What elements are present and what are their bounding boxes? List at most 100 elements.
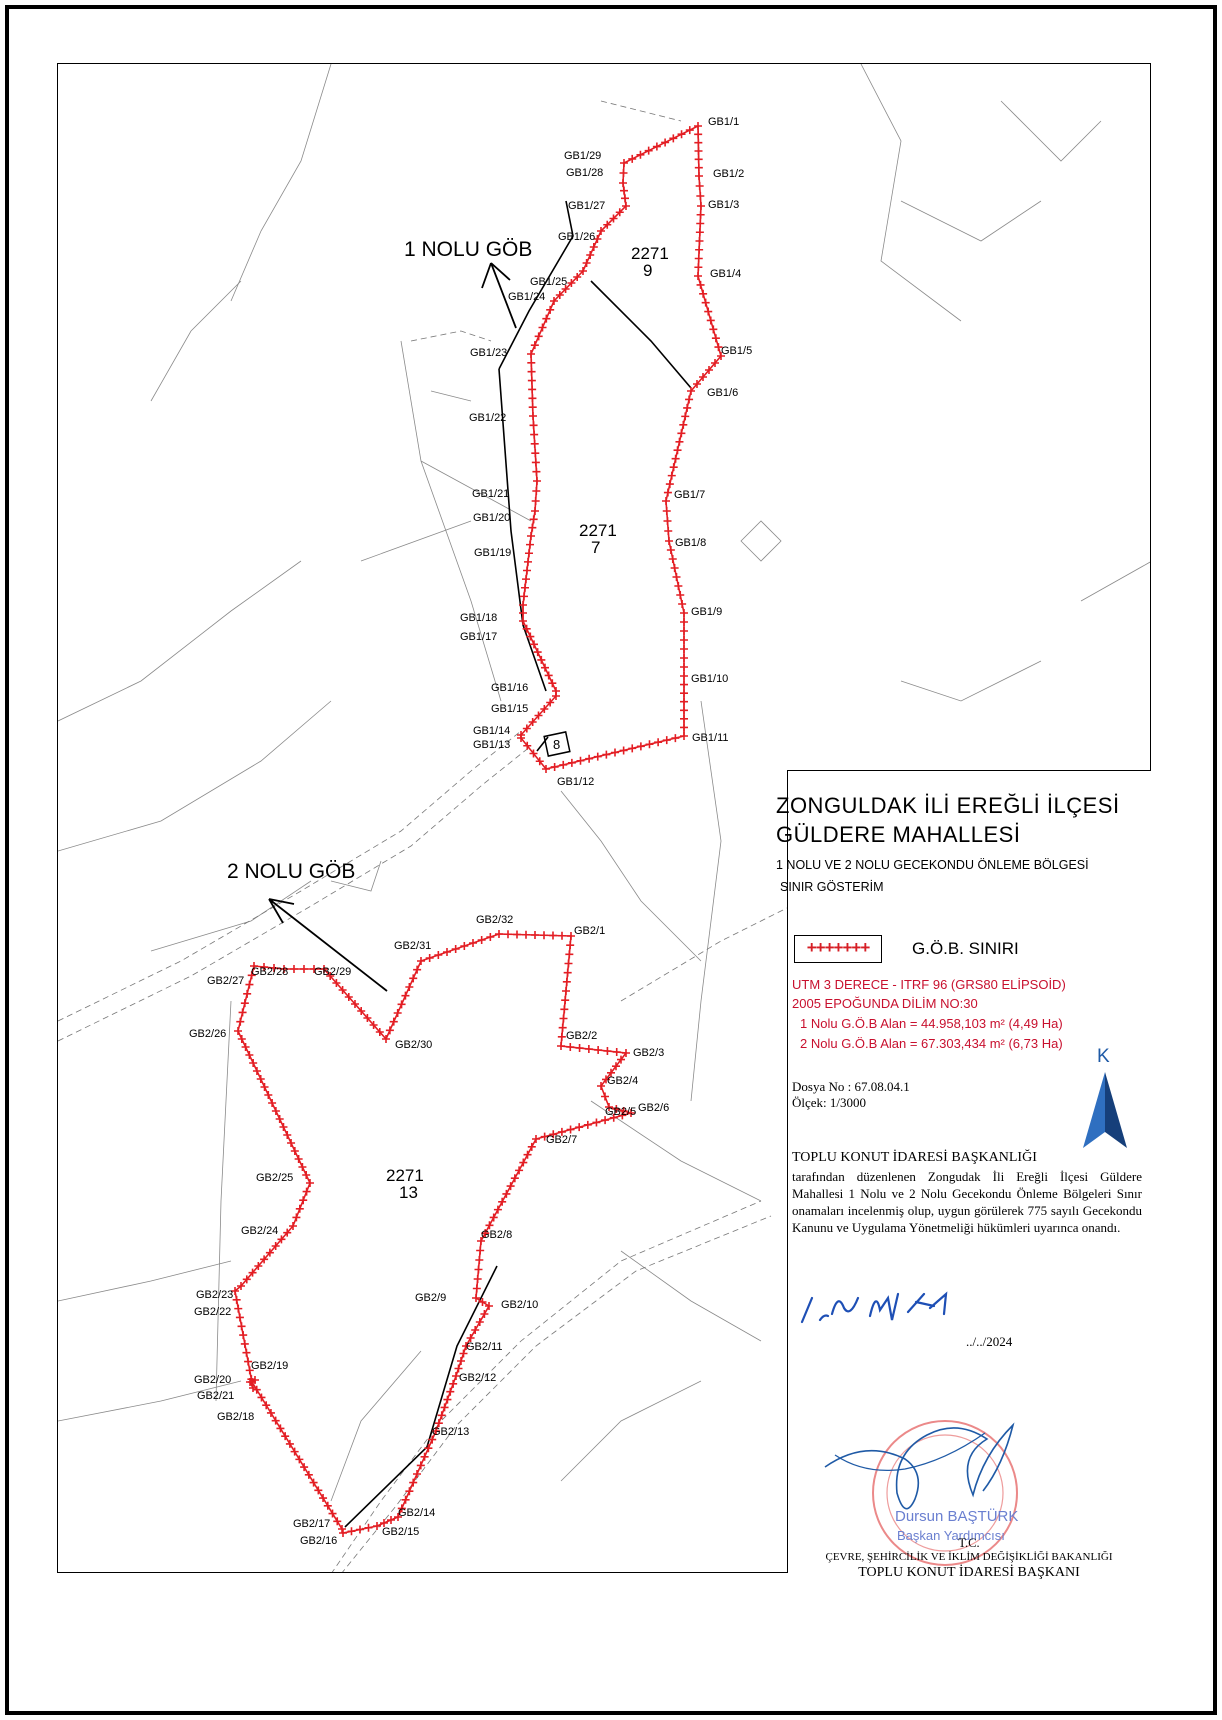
legend-symbol-sample: +++++++ <box>794 935 882 963</box>
gb1-point-label: GB1/1 <box>708 116 739 128</box>
gb1-boundary-cross <box>695 237 704 245</box>
gb1-point-label: GB1/17 <box>460 631 497 643</box>
gb1-point-label: GB1/22 <box>469 412 506 424</box>
gb1-boundary-cross <box>665 537 673 545</box>
gb2-boundary-cross <box>333 1517 342 1526</box>
zone1-arrow-icon <box>481 262 517 329</box>
gb1-boundary-cross <box>528 403 537 412</box>
gb1-boundary-cross <box>620 159 628 167</box>
gb1-boundary-cross <box>676 591 685 599</box>
gb2-boundary-cross <box>440 1403 449 1412</box>
gb2-point-label: GB2/13 <box>432 1426 469 1438</box>
gb1-boundary-cross <box>586 251 595 259</box>
gb1-boundary-cross <box>675 437 684 446</box>
gb2-point-label: GB2/9 <box>415 1292 446 1304</box>
gb2-boundary-cross <box>472 1284 481 1293</box>
gb2-boundary-cross <box>323 1501 332 1510</box>
gb1-boundary-cross <box>709 325 718 334</box>
gb2-boundary-cross <box>532 1135 540 1143</box>
gb2-boundary-cross <box>401 991 410 1000</box>
gb2-boundary-cross <box>485 1221 494 1230</box>
gb2-point-label: GB2/11 <box>466 1341 503 1353</box>
parcel-labels: 2271 9 2271 7 2271 13 8 <box>386 244 669 1202</box>
gb2-boundary-cross <box>557 1127 566 1136</box>
gb1-boundary-cross <box>522 724 531 733</box>
gb2-boundary-cross <box>562 987 570 995</box>
gb1-boundary-cross <box>670 564 679 572</box>
gb2-boundary-cross <box>601 1116 610 1125</box>
gb2-boundary-cross <box>351 1000 359 1008</box>
boundary-point-labels: GB1/1GB1/2GB1/3GB1/4GB1/5GB1/6GB1/7GB1/8… <box>189 116 752 1547</box>
gb2-boundary-cross <box>428 1435 437 1444</box>
gb2-boundary-cross <box>561 996 570 1005</box>
gb1-boundary-cross <box>664 527 673 535</box>
gb1-boundary-cross <box>535 757 544 766</box>
gb2-point-label: GB2/25 <box>256 1172 293 1184</box>
gb2-boundary-cross <box>476 1246 485 1255</box>
gb2-boundary-cross <box>281 1432 290 1441</box>
gb2-boundary-cross <box>394 1513 402 1521</box>
gb1-boundary-cross <box>541 663 549 672</box>
gb1-boundary-cross <box>573 273 582 281</box>
gb2-boundary-cross <box>276 1424 285 1433</box>
gb2-boundary-cross <box>294 1155 303 1163</box>
approval-text: tarafından düzenlenen Zongudak İli Ereğl… <box>792 1169 1142 1235</box>
gb2-boundary-cross <box>306 1179 314 1187</box>
footer-authority: TOPLU KONUT İDARESİ BAŞKANI <box>858 1565 1080 1580</box>
gb1-boundary-cross <box>609 214 618 223</box>
gb2-boundary-cross <box>243 989 252 998</box>
gb1-point-label: GB1/7 <box>674 489 705 501</box>
gb1-boundary-cross <box>694 122 702 130</box>
gb1-boundary-cross <box>527 376 536 385</box>
gb1-boundary-cross <box>597 227 605 235</box>
gb2-boundary-cross <box>612 1062 620 1071</box>
north-arrow-icon <box>1083 1072 1127 1148</box>
gb2-boundary-cross <box>266 1408 275 1417</box>
gb2-boundary-cross <box>252 1067 261 1075</box>
gb2-point-label: GB2/1 <box>574 925 605 937</box>
gb2-boundary-cross <box>527 1142 536 1151</box>
gb1-point-label: GB1/14 <box>473 725 510 737</box>
gb2-boundary-cross <box>309 1478 318 1487</box>
footer-tc: T.C. <box>958 1536 980 1550</box>
gb2-boundary-cross <box>540 1132 549 1141</box>
gb2-boundary-cross <box>575 1044 584 1052</box>
gb1-boundary-cross <box>695 172 703 180</box>
gb2-boundary-cross <box>300 1463 309 1472</box>
north-label: K <box>1097 1046 1110 1067</box>
gb2-boundary-cross <box>257 1393 266 1402</box>
gb2-boundary-cross <box>457 1357 465 1365</box>
gb2-boundary-cross <box>290 1447 299 1456</box>
gb2-point-label: GB2/16 <box>300 1535 337 1547</box>
gb1-boundary-cross <box>534 711 543 720</box>
gb2-boundary-cross <box>607 1068 615 1077</box>
gb2-boundary-cross <box>314 1486 323 1495</box>
gb2-boundary-cross <box>369 1021 378 1029</box>
gb2-boundary-cross <box>557 1042 565 1050</box>
gb2-boundary-cross <box>256 1075 265 1083</box>
gb1-boundary-cross <box>714 343 723 352</box>
gb1-boundary-cross <box>532 487 541 495</box>
gb2-boundary-cross <box>279 1123 288 1131</box>
gb1-boundary-cross <box>661 138 670 147</box>
gb1-boundary-cross <box>694 155 703 164</box>
gb2-boundary-cross <box>242 1275 251 1284</box>
gb1-boundary-cross <box>645 740 654 749</box>
gb2-boundary-cross <box>449 1379 458 1388</box>
gb2-boundary-cross <box>236 1017 245 1026</box>
gb2-boundary-cross <box>387 1516 395 1524</box>
gb1-boundary-cross <box>550 762 559 771</box>
parcel-block-9: 2271 <box>631 244 669 263</box>
gb1-boundary-cross <box>519 601 527 609</box>
gb1-boundary-cross <box>680 609 688 617</box>
gb2-boundary-cross <box>612 1105 621 1113</box>
gb1-boundary-cross <box>520 592 528 601</box>
gb2-boundary-cross <box>302 1171 311 1179</box>
gb1-boundary-cross <box>526 632 535 641</box>
gb2-boundary-cross <box>397 1504 406 1513</box>
gb2-boundary-cross <box>299 1196 308 1205</box>
gb2-boundary-cross <box>405 1487 414 1496</box>
gb2-boundary-cross <box>454 1364 463 1373</box>
gb1-boundary-cross <box>542 765 550 773</box>
page-frame <box>5 5 1217 1715</box>
